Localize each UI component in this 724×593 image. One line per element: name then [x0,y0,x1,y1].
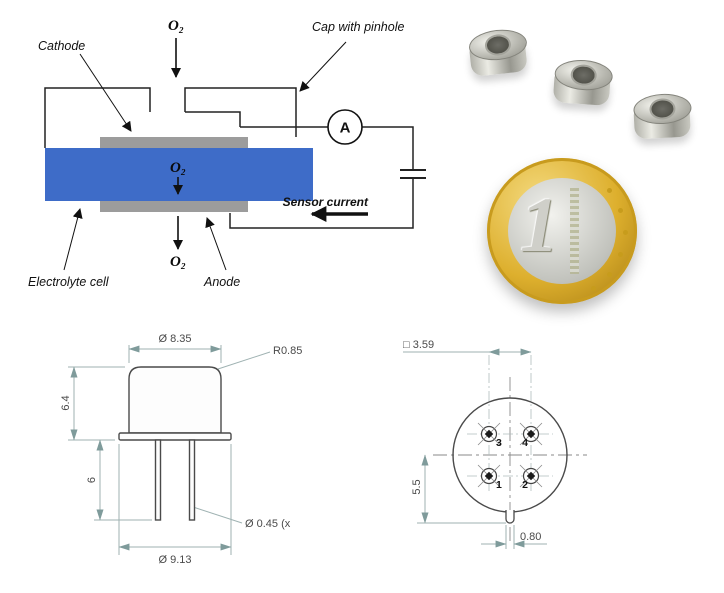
bottom-view-drawing: 3 4 1 2 □ 3.59 5.5 0.80 [403,339,587,549]
can-pinhole [569,63,598,87]
pin-number-2: 2 [522,479,528,491]
capacitor [400,169,426,179]
pin-2 [519,464,543,488]
electrolyte-label: Electrolyte cell [28,275,110,289]
cathode-label: Cathode [38,39,85,53]
sensor-can-1 [467,27,530,83]
cap-leader [299,41,347,92]
can-pinhole [483,33,512,57]
dim-pin-pitch: □ 3.59 [403,339,434,351]
can-pinhole [648,97,677,121]
electrolyte-leader [63,208,83,271]
dim-center-to-tab: 5.5 [411,479,423,494]
circuit-wire [229,126,414,229]
pin-number-3: 3 [496,437,502,449]
ammeter-label: A [340,120,351,137]
dim-tab-width: 0.80 [520,531,541,543]
dim-pin-length: 6 [86,477,98,483]
coin-star [623,230,628,235]
cathode-leader [79,53,132,132]
dim-top-diameter: Ø 8.35 [158,333,191,345]
coin-digit: 1 [520,181,559,268]
anode-bar [100,201,248,212]
dimension-lines [68,345,271,555]
coin-stripes [570,188,579,274]
sensor-current-label: Sensor current [283,195,369,209]
sensor-schematic: A O₂ O₂ O₂ Cathode Cap with pinhole Elec… [28,18,426,289]
coin-star [591,286,596,291]
pin-number-4: 4 [522,437,528,449]
can-body-outline [128,366,222,434]
dim-base-diameter: Ø 9.13 [158,554,191,566]
cap-outline [44,87,297,148]
side-view-drawing: Ø 8.35 R0.85 6.4 6 Ø 0.45 (x Ø 9.13 [60,333,302,566]
coin-star [618,252,623,257]
anode-label: Anode [203,275,240,289]
cap-label: Cap with pinhole [312,20,404,34]
coin-inner: 1 [508,178,616,284]
o2-label-bottom: O₂ [170,254,186,270]
pin-4 [519,422,543,446]
o2-label-top: O₂ [168,18,184,34]
can-pin-left [154,439,162,521]
can-pin-right [188,439,196,521]
can-outline [118,366,232,521]
euro-coin: 1 [487,158,637,304]
dim-corner-radius: R0.85 [273,345,302,357]
coin-star [607,188,612,193]
cathode-bar [100,137,248,148]
pin-number-1: 1 [496,479,502,491]
sensor-can-2 [551,58,614,112]
dim-pin-diameter: Ø 0.45 (x [245,518,291,530]
sensor-can-3 [632,92,693,146]
pin-1 [477,464,501,488]
pin-3 [477,422,501,446]
ammeter-circle [327,109,363,145]
product-photo: 1 [455,8,717,304]
dim-body-height: 6.4 [60,395,72,410]
coin-star [607,272,612,277]
o2-label-middle: O₂ [170,160,186,176]
coin-star [618,208,623,213]
dimension-lines [403,348,547,549]
anode-leader [205,217,227,271]
can-flange [118,432,232,441]
index-tab [505,510,515,524]
